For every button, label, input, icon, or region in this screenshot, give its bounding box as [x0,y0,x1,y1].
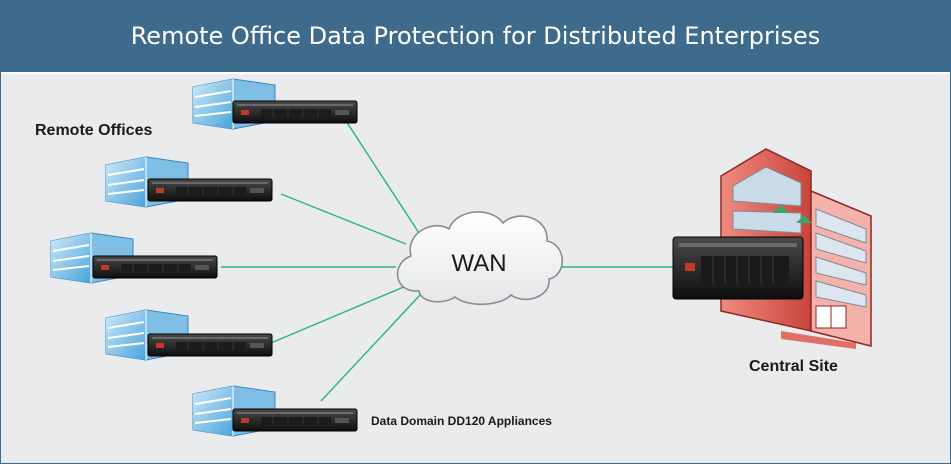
page-title: Remote Office Data Protection for Distri… [130,22,821,50]
header-bar: Remote Office Data Protection for Distri… [1,1,950,74]
wan-label: WAN [451,250,506,277]
link-office-5 [320,293,422,402]
link-office-1 [345,120,420,234]
central-site-label: Central Site [749,358,838,375]
remote-offices-label: Remote Offices [35,122,153,139]
dd120-appliance [232,100,358,124]
link-office-2 [280,193,407,245]
remote-office-4 [105,309,273,361]
remote-office-3 [50,232,218,284]
central-dd-appliance [672,236,804,300]
remote-office-5 [192,385,358,437]
remote-office-2 [105,156,273,208]
dd120-appliance [147,178,273,202]
wan-links [221,120,676,402]
dd120-appliance [232,408,358,432]
dd120-appliance [92,255,218,279]
wan-cloud-icon [396,211,563,306]
dd120-appliance [147,333,273,357]
appliances-label: Data Domain DD120 Appliances [371,414,552,428]
link-office-4 [270,285,407,344]
remote-office-1 [192,78,358,130]
